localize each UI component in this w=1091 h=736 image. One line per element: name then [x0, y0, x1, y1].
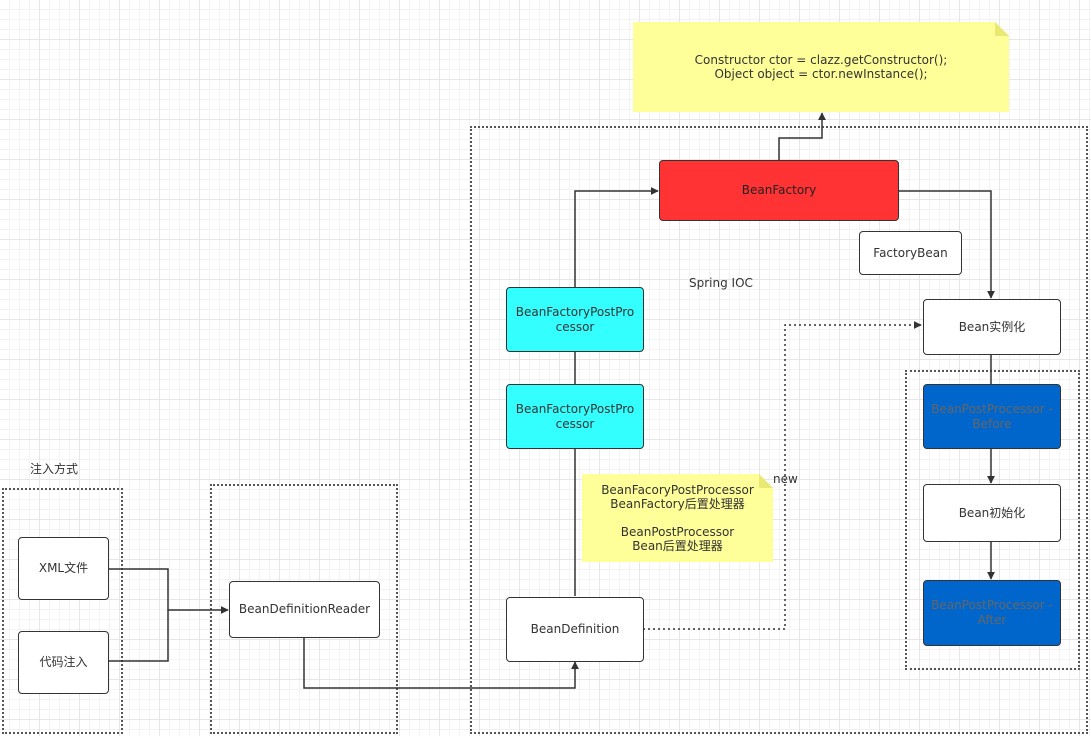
bean-post-processor-after-text: BeanPostProcessor - After [931, 598, 1053, 627]
xml-file-text: XML文件 [38, 561, 89, 575]
bean-factory-post-processor-text-2: BeanFactoryPostProcessor [515, 401, 635, 431]
bean-post-processor-after-node[interactable]: BeanPostProcessor - After [923, 580, 1061, 646]
bean-factory-text: BeanFactory [741, 183, 817, 197]
new-edge-label: new [773, 472, 798, 486]
bean-instantiation-text: Bean实例化 [958, 319, 1026, 334]
bean-instantiation-node[interactable]: Bean实例化 [923, 299, 1061, 355]
bean-factory-node[interactable]: BeanFactory [659, 160, 899, 221]
bean-definition-node[interactable]: BeanDefinition [506, 597, 644, 662]
bean-definition-text: BeanDefinition [530, 622, 620, 636]
constructor-code-note[interactable]: Constructor ctor = clazz.getConstructor(… [633, 22, 1009, 112]
edge-reader-to-definition [303, 638, 579, 689]
factory-bean-text: FactoryBean [873, 245, 948, 260]
bean-lifecycle-group [905, 370, 1080, 670]
edge-factory-to-instantiation [898, 190, 995, 299]
code-injection-text: 代码注入 [39, 655, 88, 669]
post-processor-legend-text: BeanFacoryPostProcessor BeanFactory后置处理器… [601, 483, 754, 553]
spring-ioc-label: Spring IOC [689, 276, 753, 290]
code-injection-node[interactable]: 代码注入 [18, 631, 109, 694]
edge-definition-new-instantiation [643, 321, 922, 630]
xml-file-node[interactable]: XML文件 [18, 537, 109, 600]
reader-group [210, 484, 398, 734]
bean-post-processor-before-text: BeanPostProcessor - Before [931, 401, 1053, 431]
bean-factory-post-processor-text-1: BeanFactoryPostProcessor [515, 304, 635, 334]
bean-definition-reader-text: BeanDefinitionReader [238, 602, 371, 616]
edge-processor-to-factory [574, 187, 659, 287]
bean-initialization-text: Bean初始化 [958, 505, 1026, 520]
factory-bean-node[interactable]: FactoryBean [859, 231, 962, 275]
constructor-code-text: Constructor ctor = clazz.getConstructor(… [694, 53, 948, 81]
edge-xml-to-reader [108, 568, 229, 614]
bean-definition-reader-node[interactable]: BeanDefinitionReader [229, 581, 380, 638]
injection-group [2, 488, 123, 734]
post-processor-legend-note[interactable]: BeanFacoryPostProcessor BeanFactory后置处理器… [582, 474, 773, 562]
edge-factory-to-constructor [778, 112, 826, 160]
edge-code-to-reader [108, 610, 169, 662]
bean-factory-post-processor-node-2[interactable]: BeanFactoryPostProcessor [506, 384, 644, 449]
injection-methods-label: 注入方式 [30, 462, 79, 476]
bean-factory-post-processor-node-1[interactable]: BeanFactoryPostProcessor [506, 287, 644, 352]
bean-initialization-node[interactable]: Bean初始化 [923, 484, 1061, 542]
spring-ioc-group [470, 126, 1088, 734]
bean-post-processor-before-node[interactable]: BeanPostProcessor - Before [923, 384, 1061, 449]
